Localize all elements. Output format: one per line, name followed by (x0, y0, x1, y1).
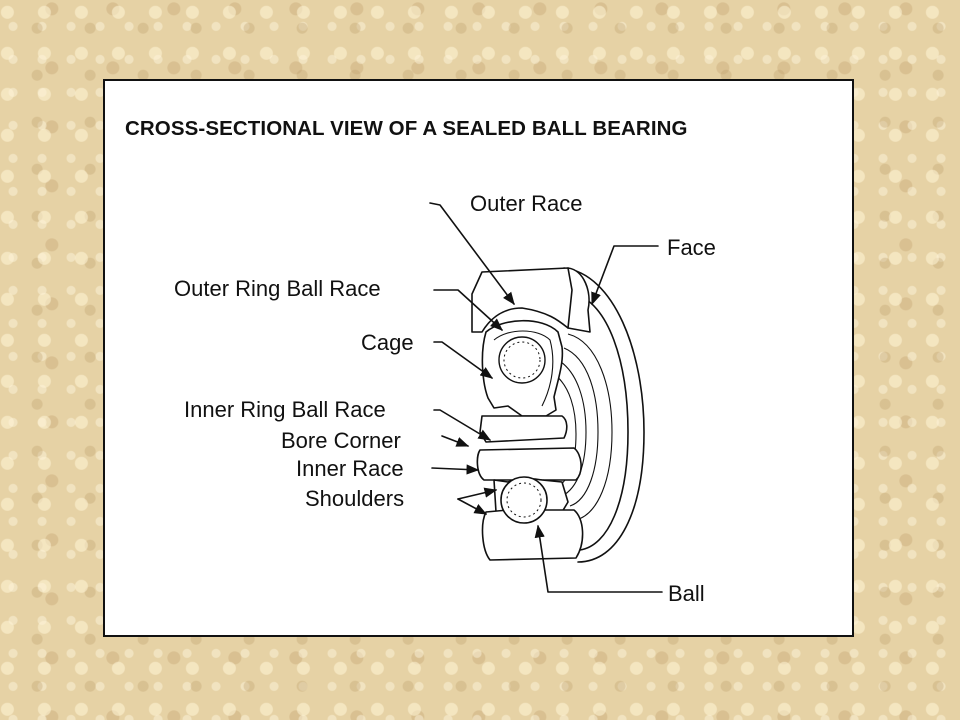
top-ball-dashed (503, 341, 541, 379)
groove-arc-1 (557, 359, 587, 497)
label-inner-race: Inner Race (296, 456, 404, 481)
label-face: Face (667, 235, 716, 260)
leader-outer-ring-ball-race (433, 289, 503, 331)
cage-inner-line (493, 330, 554, 407)
leader-cage (433, 341, 494, 379)
bearing-diagram: Outer Race Face Outer Ring Ball Race Cag… (174, 191, 716, 606)
label-outer-race: Outer Race (470, 191, 583, 216)
top-ball (498, 336, 546, 384)
lower-ball (500, 476, 548, 524)
lower-ball-dashed (506, 482, 542, 518)
leader-lines (429, 202, 663, 593)
leader-shoulders-lower (457, 498, 488, 515)
leader-ball (534, 524, 663, 593)
leader-bore-corner (441, 435, 470, 447)
face-outer-rim (563, 267, 645, 563)
label-bore-corner: Bore Corner (281, 428, 401, 453)
bearing-drawing (471, 267, 645, 563)
leader-face (591, 245, 659, 306)
label-outer-ring-ball-race: Outer Ring Ball Race (174, 276, 381, 301)
leader-inner-ring-ball-race (433, 409, 492, 441)
label-inner-ring-ball-race: Inner Ring Ball Race (184, 397, 386, 422)
outer-ring-edge (567, 267, 573, 329)
seal-inner-ring (563, 347, 599, 507)
leader-shoulders-upper (457, 487, 498, 500)
leader-inner-race (431, 464, 480, 475)
labels: Outer Race Face Outer Ring Ball Race Cag… (174, 191, 716, 606)
label-shoulders: Shoulders (305, 486, 404, 511)
label-ball: Ball (668, 581, 705, 606)
inner-ring-top-section (479, 415, 568, 443)
diagram-title: CROSS-SECTIONAL VIEW OF A SEALED BALL BE… (125, 117, 688, 140)
seal-outer-ring (567, 333, 613, 521)
diagram-panel: CROSS-SECTIONAL VIEW OF A SEALED BALL BE… (103, 79, 854, 637)
inner-race-band (476, 447, 582, 481)
leader-outer-race (429, 202, 515, 306)
outer-ring-section (471, 267, 591, 333)
label-cage: Cage (361, 330, 414, 355)
face-inner-rim (573, 293, 629, 551)
